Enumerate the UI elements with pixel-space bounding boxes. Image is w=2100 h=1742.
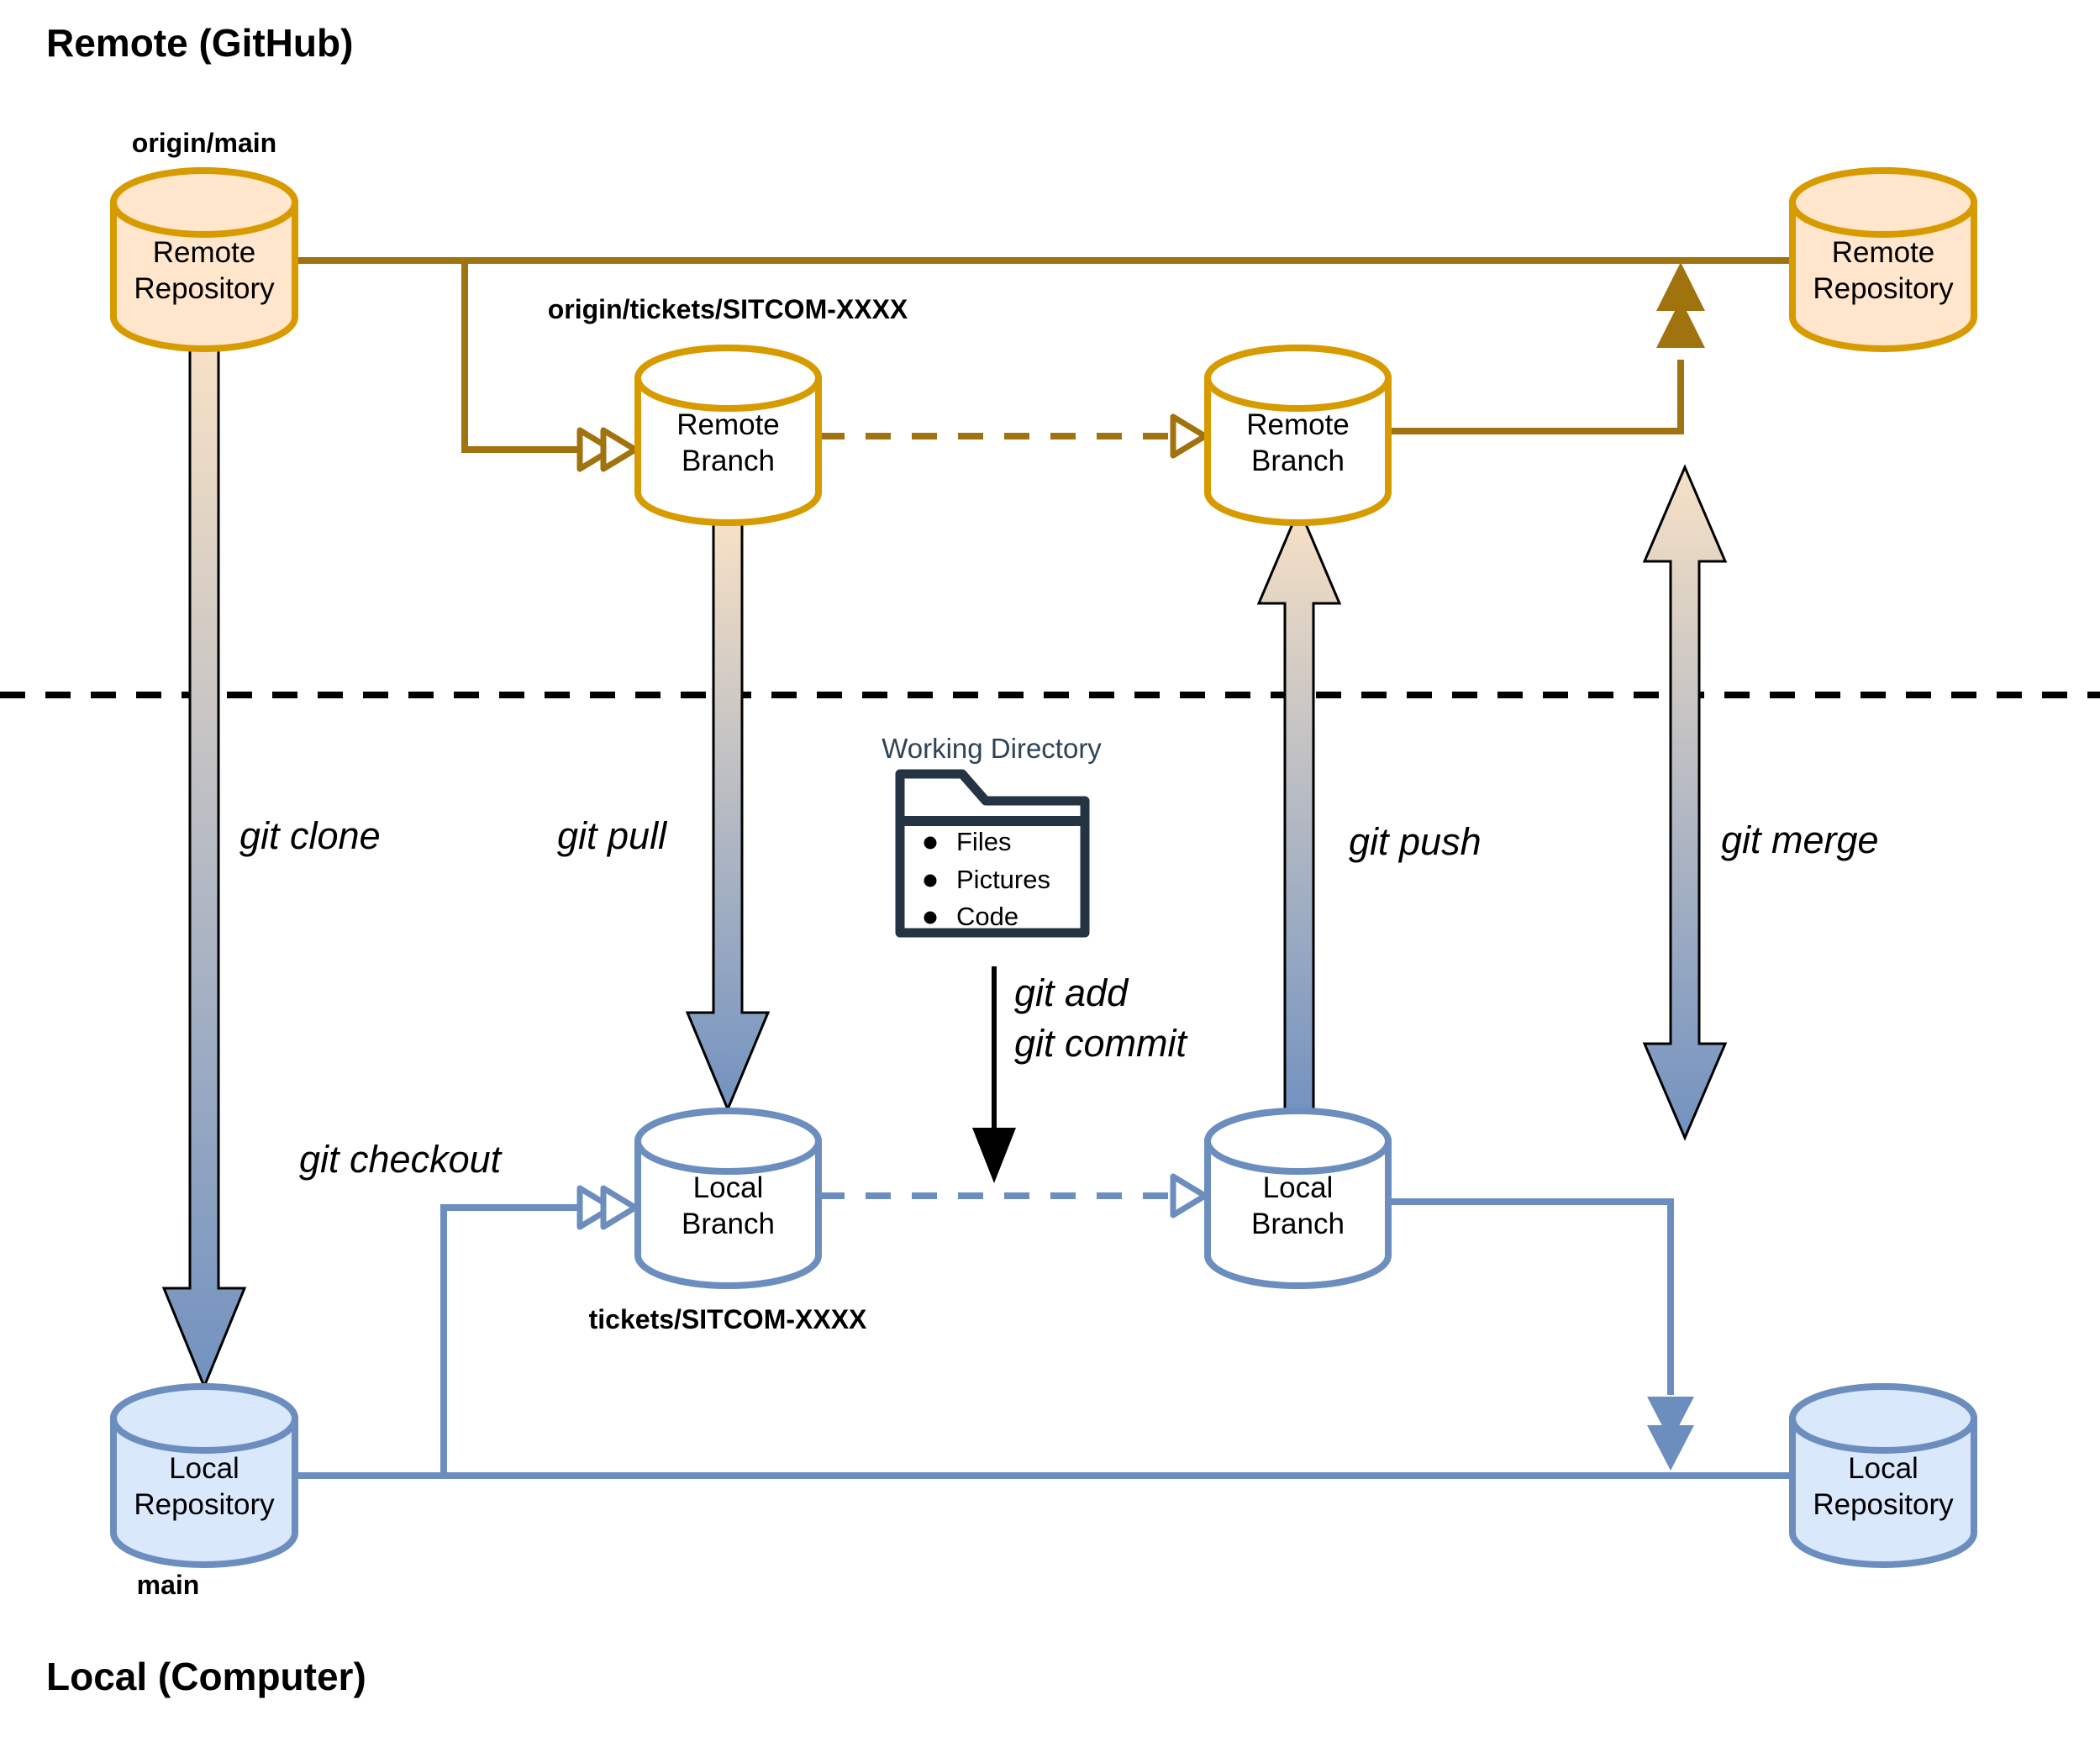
origin-main-tag: origin/main — [131, 128, 277, 158]
local-branch-updated-cylinder — [1204, 1108, 1392, 1289]
git-clone-label: git clone — [239, 814, 381, 857]
local-repository-merged-label: Local Repository — [1813, 1451, 1954, 1521]
local-section-title: Local (Computer) — [46, 1655, 366, 1698]
local-branch-merge-back-connector — [1388, 1198, 1694, 1471]
remote-repository-main-cylinder — [110, 167, 298, 352]
git-merge-arrow — [1642, 464, 1728, 1141]
bullet-dot — [924, 874, 937, 887]
remote-section-title: Remote (GitHub) — [46, 21, 354, 65]
git-pull-arrow — [685, 521, 771, 1113]
remote-repository-merged-label: Remote Repository — [1813, 235, 1954, 305]
git-clone-arrow — [161, 347, 247, 1390]
git-pull-label: git pull — [557, 814, 667, 857]
git-merge-label: git merge — [1721, 818, 1879, 861]
working-directory-item-pictures: Pictures — [956, 865, 1050, 894]
folder-icon — [895, 769, 1090, 938]
remote-branch-create-connector — [461, 261, 639, 472]
working-directory-item-code: Code — [956, 902, 1019, 931]
local-main-tag: main — [136, 1570, 200, 1600]
git-push-label: git push — [1349, 820, 1482, 863]
remote-repository-merged-cylinder — [1789, 167, 1977, 352]
working-directory-title: Working Directory — [882, 733, 1102, 764]
local-repository-main-label: Local Repository — [134, 1451, 275, 1521]
local-ticket-branch-tag: tickets/SITCOM-XXXX — [588, 1304, 867, 1334]
remote-branch-ticket-label: Remote Branch — [676, 408, 780, 477]
remote-branch-ticket-cylinder — [634, 345, 822, 526]
local-repository-main-cylinder — [110, 1383, 298, 1568]
git-add-commit-label: git add git commit — [1014, 971, 1187, 1066]
remote-repository-main-label: Remote Repository — [134, 235, 275, 305]
remote-branch-updated-label: Remote Branch — [1246, 408, 1350, 477]
local-branch-ticket-label: Local Branch — [682, 1171, 775, 1240]
local-branch-ticket-cylinder — [634, 1108, 822, 1289]
local-branch-updated-label: Local Branch — [1251, 1171, 1345, 1240]
working-directory-item-files: Files — [956, 827, 1012, 856]
remote-branch-updated-cylinder — [1204, 345, 1392, 526]
git-checkout-label: git checkout — [299, 1138, 502, 1181]
remote-branch-progress-dashed-connector — [819, 413, 1208, 459]
bullet-dot — [924, 836, 937, 850]
git-checkout-connector — [440, 1185, 639, 1476]
origin-ticket-branch-tag: origin/tickets/SITCOM-XXXX — [547, 294, 908, 324]
local-repository-merged-cylinder — [1789, 1383, 1977, 1568]
bullet-dot — [924, 911, 937, 924]
remote-branch-merge-back-connector — [1388, 262, 1705, 434]
git-add-commit-arrow — [972, 966, 1016, 1183]
local-branch-progress-dashed-connector — [819, 1173, 1208, 1218]
git-push-arrow — [1256, 505, 1342, 1118]
